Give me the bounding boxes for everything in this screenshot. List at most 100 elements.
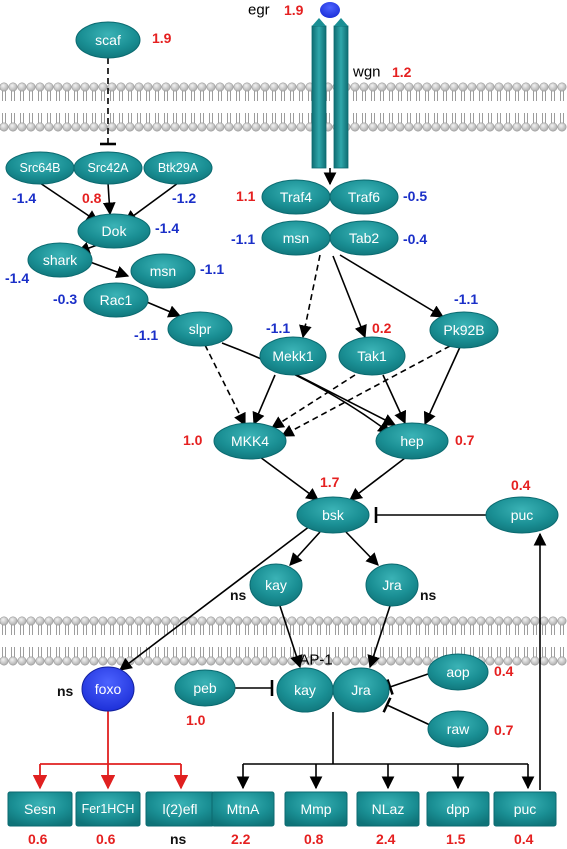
edge-mekk1-hep — [292, 372, 397, 426]
node-peb[interactable]: peb — [174, 669, 236, 707]
node-tab2[interactable]: Tab2 — [329, 220, 399, 256]
node-traf4-label: Traf4 — [280, 189, 312, 205]
node-tak1-label: Tak1 — [357, 348, 387, 364]
node-tak1[interactable]: Tak1 — [338, 336, 406, 376]
node-raw[interactable]: raw — [427, 710, 489, 748]
value-src42a: 0.8 — [82, 190, 102, 206]
value-mtna: 2.2 — [231, 831, 251, 847]
node-msn-left[interactable]: msn — [130, 253, 196, 289]
wgn-tube-right — [333, 25, 349, 169]
membrane-nuclear — [0, 616, 567, 666]
value-pk92b: -1.1 — [454, 291, 478, 307]
gene-fer1hch[interactable]: Fer1HCH — [75, 791, 141, 827]
edge-raw-jra — [382, 697, 431, 726]
node-foxo-label: foxo — [95, 681, 122, 697]
node-src64b[interactable]: Src64B — [5, 151, 75, 185]
value-dok: -1.4 — [155, 220, 179, 236]
gene-sesn[interactable]: Sesn — [7, 791, 73, 827]
node-msn-right[interactable]: msn — [261, 220, 331, 256]
edge-src42a-dok — [102, 182, 116, 216]
gene-mtna-label: MtnA — [227, 801, 260, 817]
node-jra-ap1[interactable]: Jra — [332, 667, 390, 713]
node-kay-ap1[interactable]: kay — [276, 667, 334, 713]
edge-pk92b-hep — [423, 346, 461, 426]
edge-aop-jra — [386, 673, 429, 695]
node-mekk1[interactable]: Mekk1 — [259, 336, 327, 376]
edge-kay-ap1 — [279, 605, 303, 669]
nodes: scaf Src64B Src42A Btk29A Dok shark msn … — [5, 21, 559, 748]
value-nlaz: 2.4 — [376, 831, 396, 847]
node-scaf-label: scaf — [95, 32, 121, 48]
value-slpr: -1.1 — [134, 327, 158, 343]
node-msn-right-label: msn — [283, 230, 309, 246]
egr-value: 1.9 — [284, 2, 304, 18]
wgn-value: 1.2 — [392, 64, 412, 80]
gene-dpp[interactable]: dpp — [426, 791, 490, 827]
node-btk29a-label: Btk29A — [158, 161, 199, 175]
wgn-label: wgn — [352, 64, 381, 81]
node-aop[interactable]: aop — [427, 653, 489, 691]
node-slpr-label: slpr — [189, 321, 212, 337]
gene-puc[interactable]: puc — [493, 791, 557, 827]
value-tab2: -0.4 — [403, 231, 427, 247]
gene-sesn-label: Sesn — [24, 801, 56, 817]
ap1-label: AP-1 — [299, 652, 332, 669]
node-shark[interactable]: shark — [27, 242, 93, 278]
node-jra-ap1-label: Jra — [351, 682, 371, 698]
node-scaf[interactable]: scaf — [75, 21, 141, 59]
node-puc-top[interactable]: puc — [485, 496, 559, 534]
node-hep-label: hep — [400, 433, 424, 449]
node-mekk1-label: Mekk1 — [272, 348, 313, 364]
value-tak1: 0.2 — [372, 320, 392, 336]
value-aop: 0.4 — [494, 663, 514, 679]
edge-jra-ap1 — [367, 605, 391, 669]
node-traf6[interactable]: Traf6 — [329, 179, 399, 215]
node-btk29a[interactable]: Btk29A — [143, 151, 213, 185]
value-traf4: 1.1 — [236, 188, 256, 204]
edge-mkk4-bsk — [259, 456, 320, 501]
edge-hep-bsk — [348, 457, 406, 501]
node-raw-label: raw — [447, 721, 470, 737]
node-rac1[interactable]: Rac1 — [83, 282, 149, 318]
wgn-tube-left — [311, 25, 327, 169]
value-mkk4: 1.0 — [183, 432, 203, 448]
node-dok-label: Dok — [102, 223, 128, 239]
value-raw: 0.7 — [494, 722, 514, 738]
value-hep: 0.7 — [455, 432, 475, 448]
node-slpr[interactable]: slpr — [167, 311, 233, 347]
value-puc-top: 0.4 — [511, 477, 531, 493]
node-jra-top[interactable]: Jra — [365, 563, 419, 607]
node-mkk4[interactable]: MKK4 — [213, 422, 287, 460]
value-l2efl: ns — [170, 831, 187, 847]
node-pk92b-label: Pk92B — [443, 322, 484, 338]
node-traf6-label: Traf6 — [348, 189, 380, 205]
edge-slpr-mkk4 — [204, 344, 246, 427]
value-msn-right: -1.1 — [231, 231, 255, 247]
gene-l2efl-label: l(2)efl — [162, 801, 197, 817]
gene-nlaz[interactable]: NLaz — [356, 791, 420, 827]
node-jra-top-label: Jra — [382, 577, 402, 593]
gene-mmp[interactable]: Mmp — [284, 791, 348, 827]
node-msn-left-label: msn — [150, 263, 176, 279]
value-btk29a: -1.2 — [172, 190, 196, 206]
node-hep[interactable]: hep — [375, 422, 449, 460]
value-msn-left: -1.1 — [200, 261, 224, 277]
edge-pk92b-mkk4 — [280, 345, 451, 437]
value-dpp: 1.5 — [446, 831, 466, 847]
node-dok[interactable]: Dok — [77, 213, 151, 249]
node-src42a[interactable]: Src42A — [73, 151, 143, 185]
wgn-cap-left — [312, 18, 326, 26]
node-puc-top-label: puc — [511, 507, 534, 523]
cell-membranes — [0, 82, 567, 666]
gene-l2efl[interactable]: l(2)efl — [145, 791, 215, 827]
node-pk92b[interactable]: Pk92B — [429, 311, 499, 349]
node-bsk[interactable]: bsk — [296, 496, 370, 534]
membrane-plasma — [0, 82, 567, 132]
node-kay-top[interactable]: kay — [249, 563, 303, 607]
gene-nlaz-label: NLaz — [372, 801, 405, 817]
gene-mtna[interactable]: MtnA — [211, 791, 275, 827]
node-foxo[interactable]: foxo — [81, 666, 135, 712]
edge-bsk-jra — [345, 531, 379, 566]
node-traf4[interactable]: Traf4 — [261, 179, 331, 215]
